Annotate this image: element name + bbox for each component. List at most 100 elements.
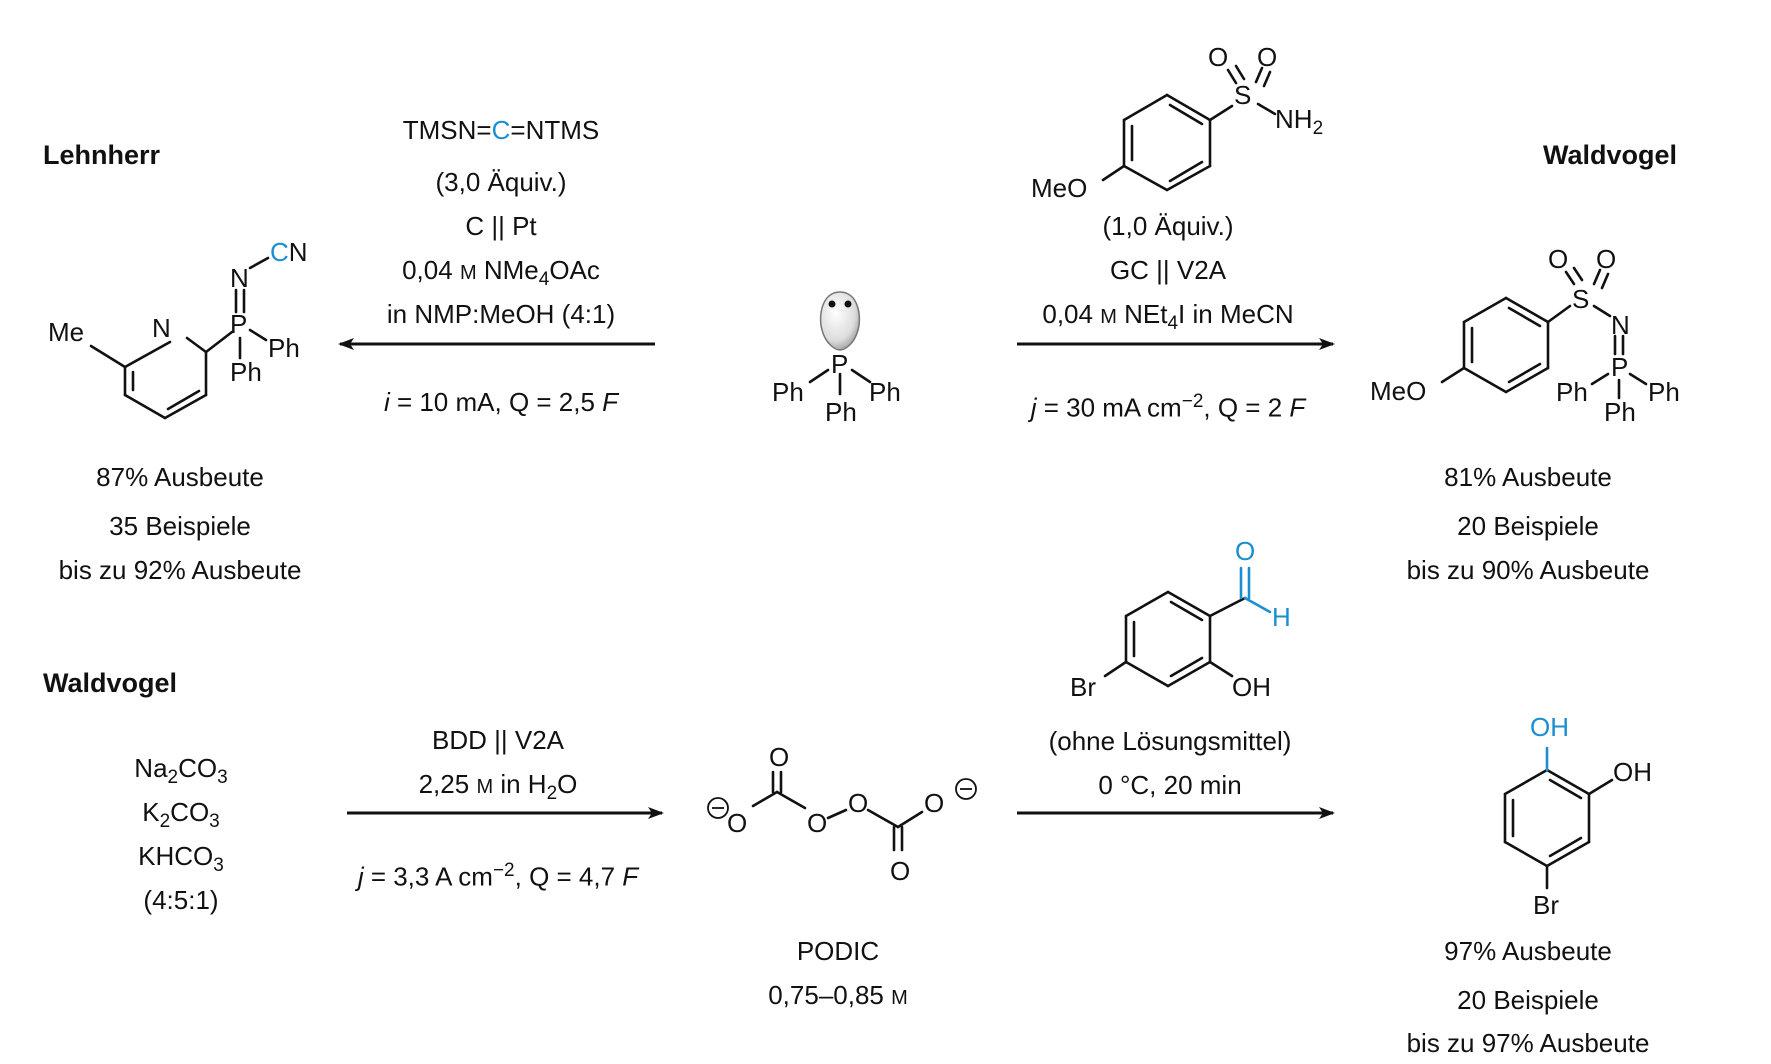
rxn1-electrolyte-sub: 4 [538, 269, 550, 291]
podic-structure [751, 770, 924, 852]
p2-ph-bottom: Ph [1604, 397, 1636, 427]
podic-o-4: O [848, 788, 869, 818]
rxn2-charge-unit: F [1289, 392, 1306, 423]
rxn1-reagent-left: TMSN [402, 115, 477, 145]
rxn4-condition-1: (ohne Lösungsmittel) [1048, 726, 1292, 756]
p1-ph-bottom: Ph [230, 357, 262, 387]
rxn2-nh: NH [1275, 104, 1313, 134]
p2-o-left: O [1548, 244, 1569, 274]
rxn1-solvent: in NMP:MeOH (4:1) [386, 299, 616, 329]
rxn2-equiv: (1,0 Äquiv.) [1102, 211, 1234, 241]
rxn4-max-yield: bis zu 97% Ausbeute [1406, 1028, 1650, 1058]
p1-cn: CN [270, 237, 308, 267]
p2-s: S [1572, 284, 1590, 314]
rxn1-equiv: (3,0 Äquiv.) [435, 167, 567, 197]
rxn3-conc-val: 2,25 [418, 769, 470, 799]
rxn2-nh-sub: 2 [1312, 118, 1324, 140]
podic-o-1: O [727, 808, 748, 838]
rxn2-max-yield: bis zu 90% Ausbeute [1406, 555, 1650, 585]
salt2-s2: 3 [209, 811, 220, 833]
podic-conc-val: 0,75–0,85 [768, 980, 884, 1010]
sulfonamide-reagent-structure [1101, 64, 1277, 192]
rxn1-electrolyte-b: OAc [549, 255, 600, 285]
salt2-s1: 2 [159, 811, 171, 833]
p2-n: N [1611, 310, 1630, 340]
rxn1-current-var: i [383, 387, 390, 417]
rxn2-current-sup: −2 [1181, 391, 1204, 412]
rxn1-electrolyte-a: NMe [483, 255, 539, 285]
p1-cn-c: C [270, 237, 289, 267]
p1-me: Me [48, 317, 85, 347]
rxn3-current-tail: , Q = 4,7 [514, 861, 623, 892]
salt1-b: CO [178, 753, 218, 783]
reagent4-br: Br [1070, 672, 1096, 702]
p4-br: Br [1533, 890, 1559, 920]
p1-p: P [230, 309, 248, 339]
rxn1-max-yield: bis zu 92% Ausbeute [58, 555, 302, 585]
rxn2-current-tail: , Q = 2 [1203, 392, 1290, 423]
rxn3-ratio: (4:5:1) [143, 885, 219, 915]
rxn2-conc-unit: M [1100, 306, 1117, 328]
rxn1-conc: 0,04 [402, 255, 453, 285]
rxn1-current: i = 10 mA, Q = 2,5 F [384, 387, 618, 417]
p2-p: P [1611, 352, 1629, 382]
product-2-structure [1440, 266, 1648, 400]
p2-o-right: O [1596, 244, 1617, 274]
rxn3-charge-unit: F [622, 861, 639, 892]
rxn2-yield: 81% Ausbeute [1444, 462, 1612, 492]
salt1-a: Na [134, 753, 168, 783]
pph3-ph-left: Ph [772, 377, 804, 407]
rxn3-salt-3: KHCO3 [138, 841, 224, 881]
rxn2-electrodes: GC || V2A [1109, 255, 1227, 285]
rxn1-yield: 87% Ausbeute [96, 462, 264, 492]
rxn3-conc: 2,25 M in H2O [419, 769, 578, 809]
reagent4-oh: OH [1232, 672, 1271, 702]
rxn2-conc: 0,04 [1042, 299, 1093, 329]
rxn3-solvent-b: O [557, 769, 578, 799]
rxn1-charge-unit: F [602, 387, 619, 417]
rxn2-o-right: O [1257, 42, 1278, 72]
product-1-structure [89, 256, 270, 420]
pph3-ph-bottom: Ph [825, 397, 857, 427]
salt1-s2: 3 [217, 767, 228, 789]
rxn3-current: j = 3,3 A cm−2, Q = 4,7 F [358, 856, 638, 892]
podic-conc-unit: M [891, 987, 908, 1009]
rxn1-reagent-right: NTMS [525, 115, 600, 145]
rxn3-salt-1: Na2CO3 [134, 753, 227, 793]
rxn4-condition-2: 0 °C, 20 min [1098, 770, 1242, 800]
rxn1-electrodes: C || Pt [465, 211, 537, 241]
aldehyde-h: H [1272, 602, 1291, 632]
salicylaldehyde-reagent-structure [1103, 566, 1272, 688]
rxn1-reagent: TMSN=C=NTMS [402, 115, 600, 145]
podic-charges [707, 778, 977, 819]
rxn3-conc-unit: M [476, 776, 494, 798]
rxn2-electrolyte-sub: 4 [1167, 313, 1179, 335]
rxn2-o-left: O [1208, 42, 1229, 72]
salt1-s1: 2 [167, 767, 179, 789]
podic-o-6: O [890, 856, 911, 886]
rxn3-solvent-sub: 2 [546, 783, 558, 805]
podic-o-5: O [924, 788, 945, 818]
rxn3-solvent-a: in H [500, 769, 547, 799]
rxn1-examples: 35 Beispiele [109, 511, 251, 541]
podic-conc: 0,75–0,85 M [768, 980, 908, 1013]
p1-n-ring: N [152, 313, 171, 343]
podic-o-2: O [769, 742, 790, 772]
p1-n: N [230, 263, 249, 293]
salt2-b: CO [170, 797, 210, 827]
rxn2-examples: 20 Beispiele [1457, 511, 1599, 541]
rxn3-salt-2: K2CO3 [142, 797, 220, 837]
p4-oh-right: OH [1613, 757, 1652, 787]
p2-ph-right: Ph [1648, 377, 1680, 407]
product-4-structure [1503, 746, 1614, 890]
salt3-a: KHCO [138, 841, 214, 871]
author-label-waldvogel-bottom: Waldvogel [43, 668, 178, 698]
rxn4-examples: 20 Beispiele [1457, 985, 1599, 1015]
rxn2-electrolyte-b: I in MeCN [1178, 299, 1294, 329]
p1-ph-right: Ph [268, 333, 300, 363]
rxn1-electrolyte: 0,04 M NMe4OAc [402, 255, 600, 295]
rxn1-reagent-center: C [491, 115, 511, 145]
rxn3-current-sup: −2 [492, 860, 515, 881]
rxn2-current: j = 30 mA cm−2, Q = 2 F [1031, 387, 1306, 423]
